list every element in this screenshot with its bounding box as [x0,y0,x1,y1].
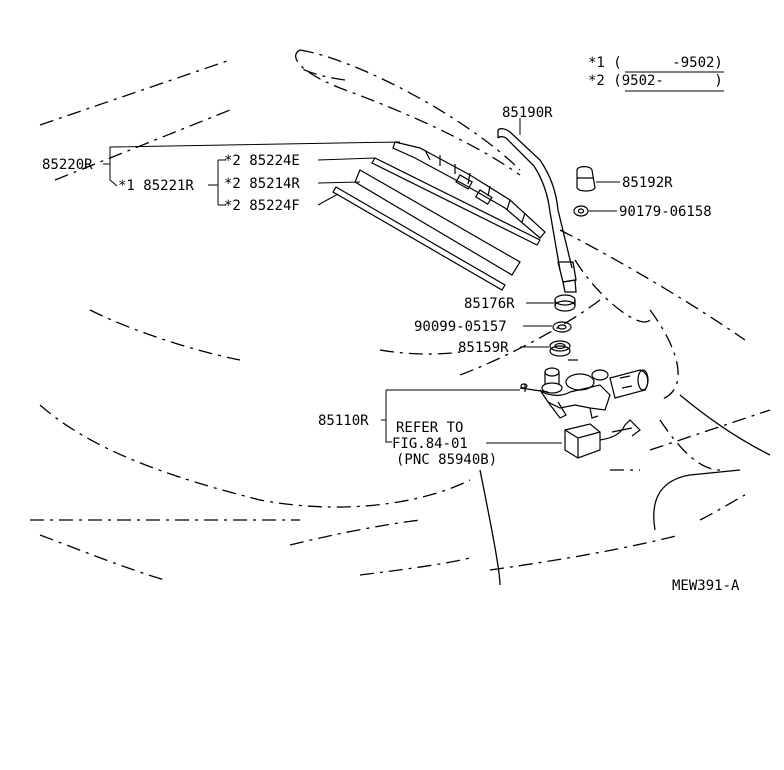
legend: *1 ( -9502) *2 (9502- ) [588,55,724,92]
grommet-85159r-drawing [549,340,571,357]
label-90099-05157: 90099-05157 [414,319,507,335]
connector-drawing [564,419,641,459]
refer-line-2: FIG.84-01 [392,436,468,452]
label-85220r: 85220R [42,157,93,173]
diagram-code: MEW391-A [672,578,740,594]
label-85192r: 85192R [622,175,673,191]
label-85190r: 85190R [502,105,553,121]
label-85224f: *2 85224F [224,198,300,214]
label-85110r: 85110R [318,413,369,429]
vehicle-body-outline [30,49,771,586]
label-90179-06158: 90179-06158 [619,204,712,220]
washer-drawing [552,321,572,333]
legend-row-2: *2 (9502- ) [588,73,723,89]
refer-line-3: (PNC 85940B) [396,452,497,468]
bracket-85110r [381,389,520,443]
legend-row-1: *1 ( -9502) [588,55,723,71]
wiper-blade-drawing [332,141,546,291]
seal-85176r-drawing [554,294,576,312]
refer-line-1: REFER TO [396,420,463,436]
bracket-85221r [208,157,376,206]
label-85224e: *2 85224E [224,153,300,169]
label-85159r: 85159R [458,340,509,356]
label-85221r: *1 85221R [118,178,194,194]
label-85176r: 85176R [464,296,515,312]
bracket-85220r [103,141,401,187]
cap-drawing [576,166,596,192]
wiper-arm-drawing [497,128,577,293]
wiper-motor-drawing [519,359,649,419]
nut-drawing [573,205,589,217]
label-85214r: *2 85214R [224,176,300,192]
